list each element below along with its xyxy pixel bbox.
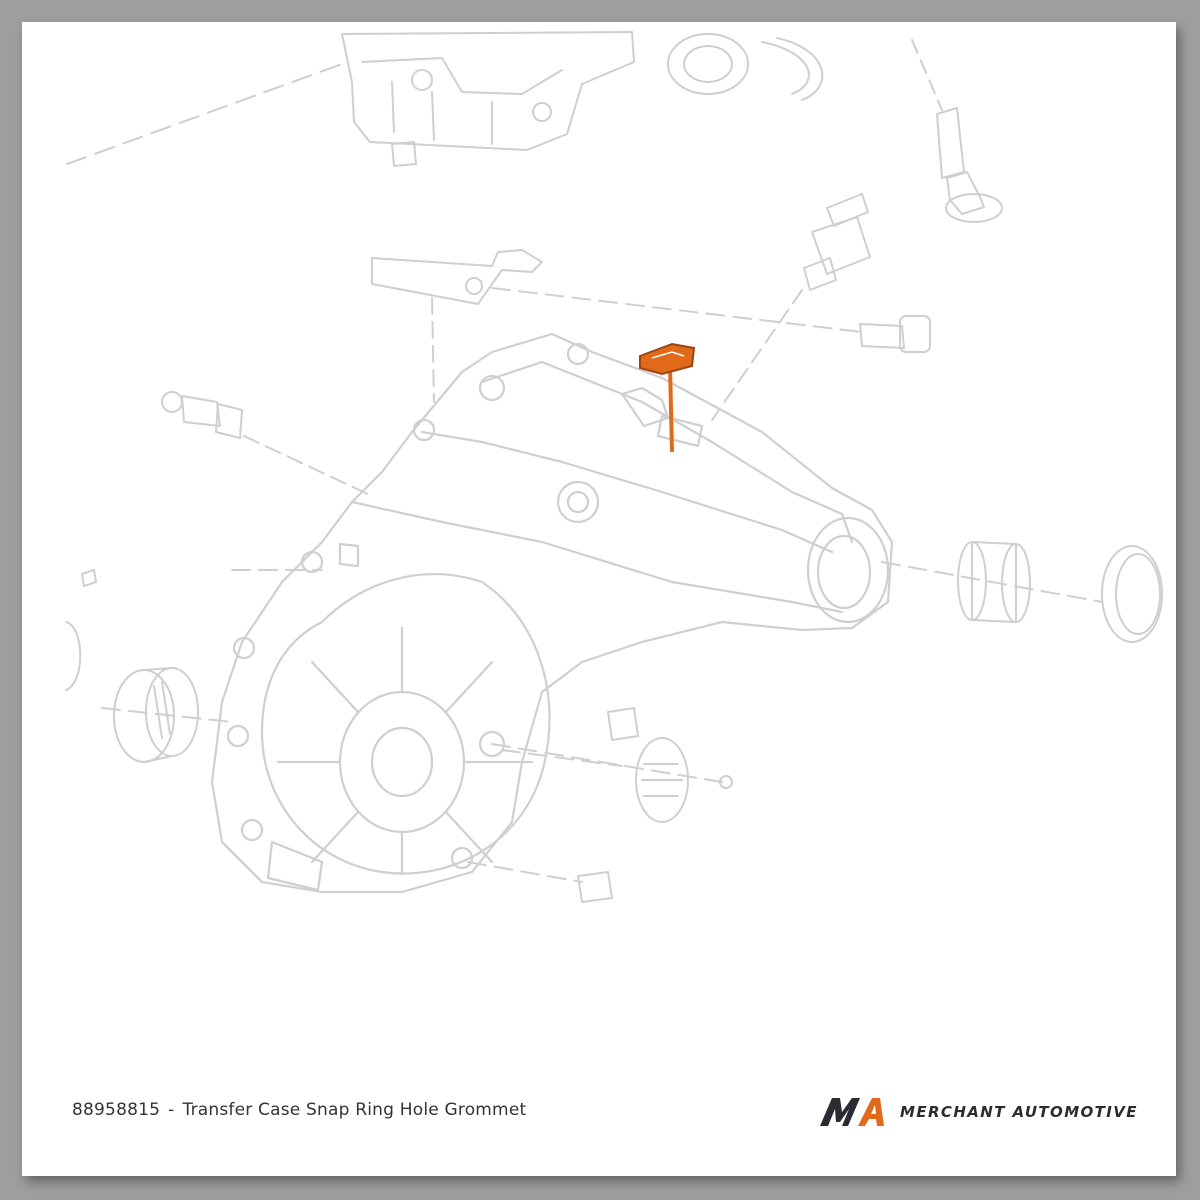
- transfer-case-housing: [210, 332, 894, 894]
- seal-ring-part: [667, 33, 824, 101]
- highlighted-grommet[interactable]: [639, 342, 696, 453]
- part-number: 88958815: [72, 1100, 161, 1120]
- exploded-diagram: [65, 31, 1163, 903]
- part-name: Transfer Case Snap Ring Hole Grommet: [182, 1100, 527, 1120]
- bolt-part: [859, 315, 931, 353]
- brand-name: MERCHANT AUTOMOTIVE: [900, 1103, 1138, 1121]
- brand-logo[interactable]: MERCHANT AUTOMOTIVE: [818, 1092, 1138, 1132]
- yoke-part: [1101, 545, 1163, 643]
- part-caption: 88958815-Transfer Case Snap Ring Hole Gr…: [72, 1100, 526, 1120]
- grommet-icon: [639, 342, 696, 376]
- leader-line: [66, 63, 343, 165]
- grommet-leader-line: [668, 365, 674, 453]
- cover-disc-part: [635, 737, 689, 823]
- top-cover-part: [341, 31, 635, 167]
- ma-logo-icon: [820, 1098, 884, 1126]
- mounting-bracket-part: [371, 249, 863, 403]
- plug-part: [577, 707, 733, 903]
- bearing-race-part: [957, 541, 1031, 623]
- position-sensor-part: [161, 391, 373, 497]
- vent-switch-part: [711, 193, 871, 421]
- product-card: 88958815-Transfer Case Snap Ring Hole Gr…: [22, 22, 1176, 1176]
- caption-separator: -: [168, 1100, 175, 1120]
- speed-sensor-part: [911, 39, 1003, 223]
- leader-lines: [101, 561, 1103, 883]
- input-bearing-part: [113, 667, 199, 763]
- partial-left-part: [65, 569, 97, 691]
